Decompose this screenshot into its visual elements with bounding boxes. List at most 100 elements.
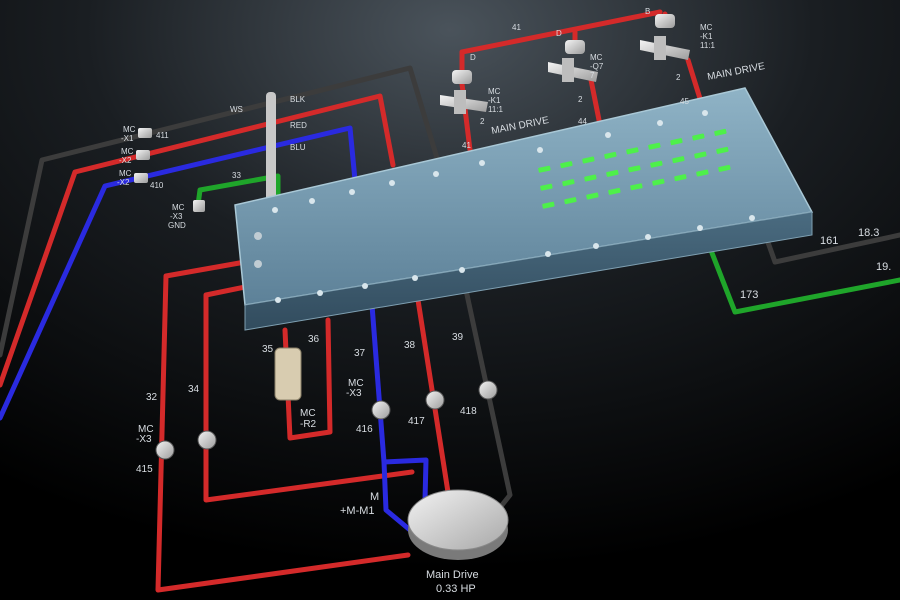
- status-led: [696, 169, 709, 177]
- terminal-34[interactable]: [197, 430, 217, 450]
- wire-label: 33: [232, 171, 241, 180]
- wire-label: 32: [146, 392, 158, 403]
- contact-label: 2: [480, 117, 485, 126]
- screw-row-top: [272, 110, 708, 213]
- wire-label: 18.3: [858, 227, 879, 239]
- status-led: [586, 192, 599, 200]
- mc-label: -K1: [700, 32, 713, 41]
- mc-label: MC: [488, 87, 501, 96]
- relay-contact-q7[interactable]: [548, 58, 598, 82]
- top-contacts: [440, 14, 690, 114]
- gnd-label: GND: [168, 221, 186, 230]
- status-led: [540, 183, 553, 191]
- mc-label: MC: [300, 408, 316, 419]
- terminal-label: 418: [460, 406, 477, 417]
- red-wire-44: [587, 72, 603, 128]
- terminal-417[interactable]: [425, 390, 445, 410]
- status-led: [628, 165, 641, 173]
- mc-label: MC: [590, 53, 603, 62]
- wire-label: 44: [578, 117, 587, 126]
- status-led: [674, 174, 687, 182]
- status-led: [716, 146, 729, 154]
- blue-wire-37: [369, 302, 429, 503]
- status-led: [714, 128, 727, 136]
- mc-label: -X2: [119, 156, 132, 165]
- status-led: [560, 161, 573, 169]
- mc-label: -X1: [121, 134, 134, 143]
- relay-contact-k1[interactable]: [440, 90, 488, 114]
- wire-label: 37: [354, 348, 366, 359]
- motor-tag: +M-M1: [340, 505, 375, 517]
- mc-label: MC: [172, 203, 185, 212]
- main-drive-motor[interactable]: [407, 489, 509, 560]
- wire-label: 35: [262, 344, 274, 355]
- status-led: [562, 179, 575, 187]
- wire-label: 39: [452, 332, 464, 343]
- motor-hp: 0.33 HP: [436, 583, 476, 595]
- left-contacts: [134, 128, 205, 212]
- contact-switch[interactable]: [655, 14, 675, 28]
- status-led: [538, 165, 551, 173]
- green-wire: [195, 173, 281, 208]
- mc-label: 7: [590, 71, 595, 80]
- wire-label: 19.: [876, 261, 891, 273]
- status-led: [564, 197, 577, 205]
- mc-label: 11:1: [488, 105, 504, 114]
- module-front-face: [244, 211, 813, 331]
- wire-color-label: BLK: [290, 95, 306, 104]
- blue-wire-37b: [381, 459, 413, 533]
- mc-label: 410: [150, 181, 164, 190]
- status-led: [606, 169, 619, 177]
- terminal-416[interactable]: [371, 400, 391, 420]
- contact-label: D: [556, 29, 562, 38]
- wire-label: 41: [512, 23, 521, 32]
- status-led: [582, 156, 595, 164]
- mc-label: 411: [156, 131, 169, 140]
- mc-label: -X2: [117, 178, 130, 187]
- bottom-terminals: [155, 347, 498, 460]
- status-led: [670, 138, 683, 146]
- status-led: [672, 156, 685, 164]
- contact-label: 2: [676, 73, 681, 82]
- wire-label: 161: [820, 235, 838, 247]
- relay-contact-k1b[interactable]: [640, 36, 690, 60]
- status-led: [650, 160, 663, 168]
- status-led: [542, 201, 555, 209]
- status-led: [630, 183, 643, 191]
- mc-label: 11:1: [700, 41, 716, 50]
- terminal-label: 417: [408, 416, 425, 427]
- status-led: [604, 151, 617, 159]
- wire-color-label: RED: [290, 121, 307, 130]
- mc-label: MC: [348, 378, 364, 389]
- mc-label: -X3: [346, 388, 362, 399]
- mc-label: MC: [119, 169, 132, 178]
- contact-switch[interactable]: [452, 70, 472, 84]
- red-wire-45: [685, 57, 705, 108]
- terminal-418[interactable]: [478, 380, 498, 400]
- terminal-label: 415: [136, 464, 153, 475]
- status-led: [652, 178, 665, 186]
- motor-tag: M: [370, 491, 379, 503]
- labels: 41 41 44 45 D D B MC -K1 11:1 MC -Q7 7 M…: [117, 7, 891, 595]
- gnd-clip[interactable]: [193, 200, 205, 212]
- resistor-r2[interactable]: [274, 347, 302, 401]
- status-led: [608, 187, 621, 195]
- terminal-415[interactable]: [155, 440, 175, 460]
- red-wire-top: [459, 9, 663, 78]
- mount-screw: [254, 232, 262, 240]
- status-led: [694, 151, 707, 159]
- contact-clip[interactable]: [136, 150, 150, 160]
- contact-clip[interactable]: [134, 173, 148, 183]
- contact-switch[interactable]: [565, 40, 585, 54]
- mc-label: MC: [700, 23, 713, 32]
- wire-label: 45: [680, 97, 689, 106]
- led-array: [538, 128, 731, 209]
- mc-label: MC: [123, 125, 136, 134]
- wire-label: 41: [462, 141, 471, 150]
- mc-label: -K1: [488, 96, 501, 105]
- status-led: [626, 147, 639, 155]
- contact-clip[interactable]: [138, 128, 152, 138]
- wire-label: 34: [188, 384, 200, 395]
